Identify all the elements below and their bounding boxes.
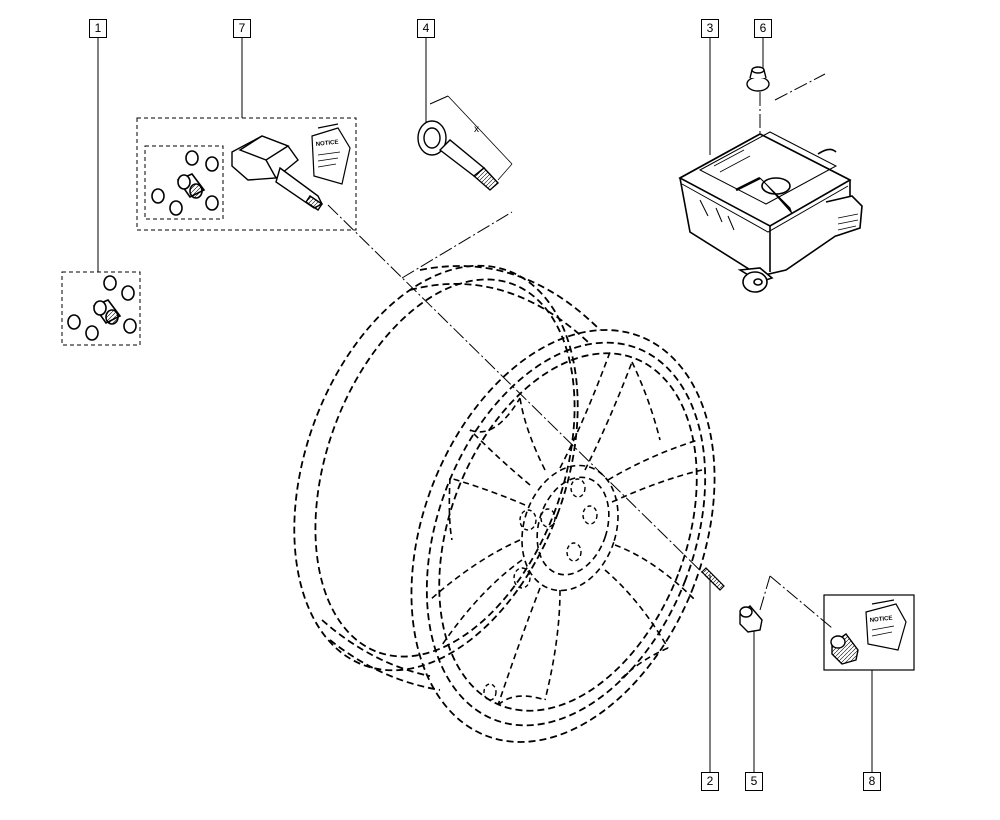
kit-1-box: [61, 271, 141, 346]
kit-8-box: [823, 594, 915, 671]
seal-rings-kit-7: [151, 150, 219, 216]
valve-cap-icon: [739, 605, 763, 633]
lug-holes: [483, 478, 598, 701]
leader-lines: [97, 36, 873, 772]
callout-3[interactable]: 3: [701, 19, 719, 38]
notice-label-8: NOTICE: [870, 616, 893, 624]
valve-core-icon: [701, 567, 725, 591]
seal-rings-kit-1: [67, 275, 137, 341]
nut-icon: [746, 66, 770, 92]
length-mark-x: x: [474, 124, 479, 135]
valve-stem-icon: x: [417, 95, 513, 191]
wheel-spokes: [429, 351, 703, 706]
wheel-rim: [293, 264, 716, 743]
notice-booklet-icon: NOTICE: [311, 123, 351, 185]
callout-8[interactable]: 8: [863, 772, 881, 791]
kit-7-box: [136, 117, 357, 231]
notice-booklet-8-icon: NOTICE: [865, 599, 907, 651]
callout-2[interactable]: 2: [701, 772, 719, 791]
callout-1[interactable]: 1: [89, 19, 107, 38]
tpms-receiver-module-icon: [678, 131, 863, 293]
callout-4[interactable]: 4: [417, 19, 435, 38]
callout-6[interactable]: 6: [754, 19, 772, 38]
notice-label-7: NOTICE: [316, 140, 339, 148]
callout-7[interactable]: 7: [233, 19, 251, 38]
callout-5[interactable]: 5: [745, 772, 763, 791]
tpms-sensor-icon: [231, 135, 323, 211]
valve-cap-kit-8-icon: [830, 633, 859, 665]
